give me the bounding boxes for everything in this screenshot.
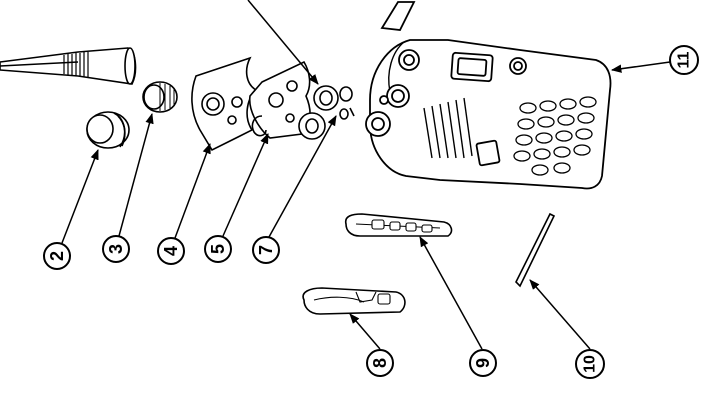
callout-11: 11	[669, 45, 699, 75]
leader-9	[419, 236, 483, 350]
small-knob-part	[142, 81, 178, 113]
knob-part	[86, 111, 130, 149]
callout-3-label: 3	[106, 244, 126, 254]
callout-2-label: 2	[47, 251, 67, 261]
thin-strip-part	[515, 212, 556, 288]
leader-7	[268, 115, 337, 238]
bracket-plate-part	[191, 56, 258, 152]
radio-body-part	[365, 1, 612, 190]
leader-10	[529, 279, 591, 350]
callout-8: 8	[366, 349, 394, 377]
callout-9-label: 9	[473, 358, 493, 368]
callout-10-label: 10	[582, 355, 599, 373]
callout-5: 5	[204, 235, 232, 263]
bracket-clip-part	[302, 287, 406, 315]
nut-washer-part	[298, 85, 355, 140]
leader-11	[610, 61, 671, 73]
antenna-part	[0, 47, 137, 85]
leader-lines	[61, 0, 671, 350]
leader-3	[118, 112, 154, 237]
callout-3: 3	[102, 235, 130, 263]
callout-2: 2	[43, 242, 71, 270]
callout-4: 4	[157, 237, 185, 265]
leader-top	[247, 0, 319, 85]
leader-5	[222, 133, 269, 237]
callout-7-label: 7	[256, 245, 276, 255]
callout-11-label: 11	[676, 51, 693, 68]
callout-9: 9	[469, 349, 497, 377]
label-plate-part	[344, 213, 453, 237]
callout-4-label: 4	[161, 246, 181, 256]
callout-8-label: 8	[370, 358, 390, 368]
leader-8	[349, 313, 381, 350]
callout-5-label: 5	[208, 244, 228, 254]
leader-2	[61, 149, 99, 244]
leader-4	[174, 143, 211, 239]
callout-7: 7	[252, 236, 280, 264]
callout-10: 10	[575, 349, 605, 379]
